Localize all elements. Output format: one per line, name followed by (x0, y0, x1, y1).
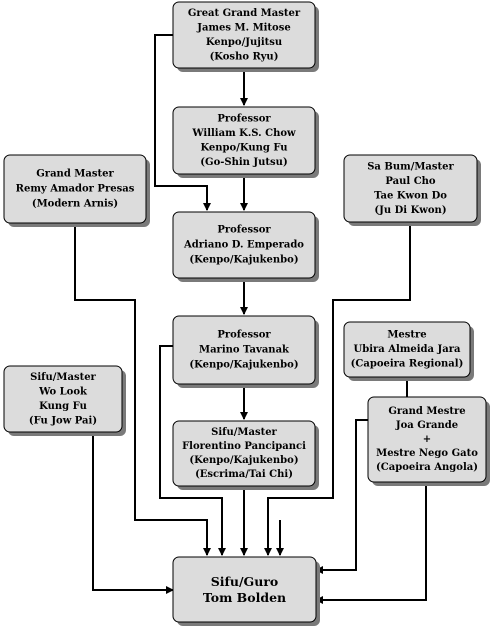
edge-tavanak-bolden (159, 345, 226, 556)
node-text-line: Paul Cho (385, 176, 436, 187)
node-text-line: Grand Master (36, 169, 114, 180)
node-text-line: Sa Bum/Master (367, 161, 454, 172)
node-text-line: Sifu/Master (211, 427, 277, 438)
node-text-line: Tom Bolden (203, 590, 286, 605)
node-box (343, 321, 471, 378)
node-text-line: Remy Amador Presas (16, 184, 135, 195)
node-text-line: Kung Fu (39, 401, 87, 412)
node-text-line: Wo Look (38, 386, 88, 397)
node-text-line: (Ju Di Kwon) (374, 205, 446, 216)
node-text-line: + (423, 434, 431, 445)
node-text-line: (Kenpo/Kajukenbo) (189, 255, 298, 266)
node-box (172, 106, 316, 175)
node-text-line: (Modern Arnis) (32, 199, 118, 210)
node-text-line: Mestre (387, 330, 426, 341)
edge-grande-bolden (315, 482, 427, 604)
node-text-line: William K.S. Chow (191, 128, 296, 139)
node-box (172, 1, 316, 69)
node-text-line: Adriano D. Emperado (183, 240, 304, 251)
node-text-line: Tae Kwon Do (374, 190, 447, 201)
node-box (367, 396, 487, 483)
edge-presas-bolden (74, 223, 211, 556)
node-text-line: (Kenpo/Kajukenbo) (189, 455, 298, 466)
node-text-line: (Kosho Ryu) (210, 51, 279, 62)
node-text-line: (Go-Shin Jutsu) (200, 157, 287, 168)
node-box (172, 556, 317, 623)
node-text-line: Professor (217, 330, 271, 341)
node-box (172, 420, 316, 487)
node-text-line: James M. Mitose (196, 22, 290, 33)
node-text-line: Florentino Pancipanci (182, 441, 306, 452)
node-box (172, 211, 316, 279)
node-box (343, 154, 478, 223)
node-text-line: Kenpo/Kung Fu (200, 142, 287, 153)
node-text-line: Great Grand Master (188, 8, 301, 19)
node-text-line: (Kenpo/Kajukenbo) (189, 360, 298, 371)
edge-mitose-emperado (154, 34, 211, 211)
node-box (3, 365, 123, 433)
node-box (172, 315, 316, 385)
node-text-line: (Escrima/Tai Chi) (195, 469, 293, 480)
node-text-line: Grand Mestre (388, 406, 465, 417)
node-text-line: Joa Grande (395, 420, 458, 431)
edge-cho-bolden (264, 222, 411, 556)
node-text-line: Mestre Nego Gato (376, 448, 478, 459)
node-text-line: (Fu Jow Pai) (29, 415, 97, 426)
node-text-line: Sifu/Guro (211, 574, 279, 589)
node-text-line: Sifu/Master (30, 372, 96, 383)
node-text-line: (Capoeira Angola) (376, 462, 478, 473)
node-text-line: Professor (217, 113, 271, 124)
edge-look-bolden (92, 432, 174, 594)
node-text-line: Kenpo/Jujitsu (206, 37, 282, 48)
node-text-line: Marino Tavanak (199, 345, 290, 356)
node-text-line: (Capoeira Regional) (351, 359, 464, 370)
node-box (3, 154, 147, 224)
node-text-line: Professor (217, 225, 271, 236)
node-text-line: Ubira Almeida Jara (354, 344, 461, 355)
